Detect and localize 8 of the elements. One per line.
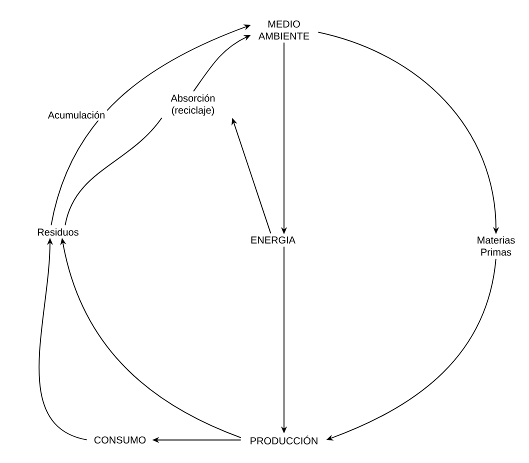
node-label: Materias Primas	[478, 236, 515, 256]
node-label: MEDIO AMBIENTE	[258, 20, 310, 40]
node-label: ENERGIA	[251, 236, 296, 244]
node-label: PRODUCCIÓN	[250, 436, 318, 444]
node-label: Absorción (reciclaje)	[170, 94, 215, 116]
edge-label: Acumulación	[46, 109, 108, 121]
node-label: CONSUMO	[94, 436, 146, 444]
node-label: Residuos	[38, 228, 78, 236]
